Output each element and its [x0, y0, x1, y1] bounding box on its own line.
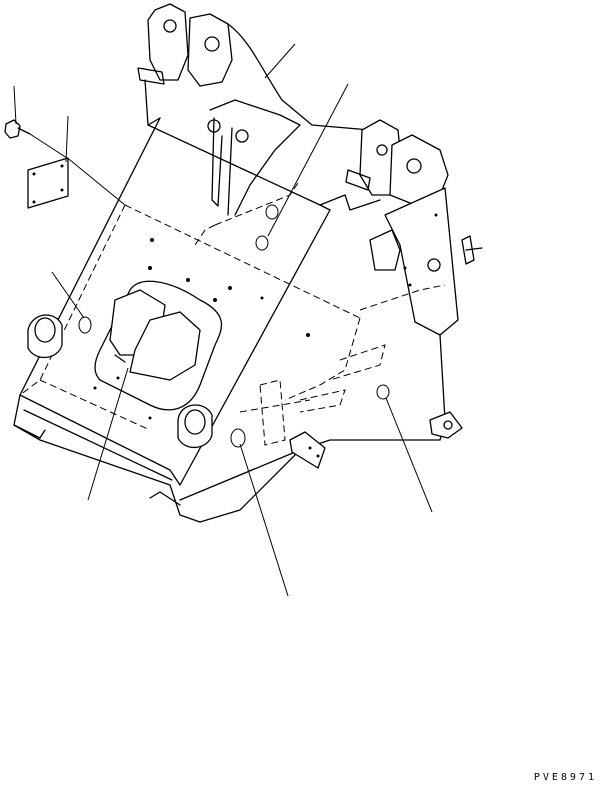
bosses — [27, 204, 390, 449]
leader-line-right — [385, 397, 433, 513]
leader-line-plate — [65, 115, 69, 163]
upper-arm-structure — [144, 23, 371, 216]
leader-line-center — [87, 367, 129, 501]
upper-hinge-bracket-left — [137, 3, 233, 87]
lower-right-bracket — [289, 411, 463, 469]
assembly-line — [29, 133, 126, 206]
bolt-part — [4, 119, 31, 139]
small-holes — [93, 238, 310, 420]
leader-line-upper-right — [267, 83, 349, 237]
leader-line-top — [264, 43, 296, 79]
cover-plate-part — [27, 157, 69, 209]
right-side-plate — [369, 187, 483, 336]
leader-line-left-boss — [51, 271, 85, 319]
center-opening — [94, 280, 223, 411]
leader-lines — [13, 43, 433, 597]
drawing-reference-code: PVE8971 — [533, 772, 597, 783]
main-frame-outline — [13, 117, 446, 523]
leader-line-bolt — [13, 85, 17, 125]
leader-line-bottom — [239, 443, 289, 597]
right-hinge-bracket — [345, 119, 449, 206]
hidden-internal-lines — [19, 179, 446, 446]
